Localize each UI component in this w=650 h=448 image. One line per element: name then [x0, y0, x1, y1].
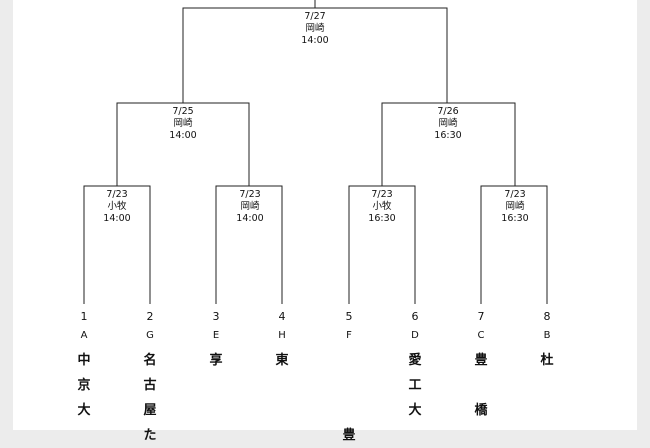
seed-number: 5: [345, 310, 353, 323]
team-char: 愛: [408, 353, 422, 368]
team-name: 豊 橋: [466, 348, 496, 423]
match-date: 7/23: [371, 189, 393, 200]
match-date: 7/25: [172, 106, 194, 117]
seed-number: 8: [543, 310, 551, 323]
match-date: 7/23: [504, 189, 526, 200]
match-venue: 岡崎: [173, 118, 193, 129]
match-venue: 岡崎: [505, 201, 525, 212]
match-date: 7/27: [304, 11, 326, 22]
seed-number: 7: [477, 310, 485, 323]
team-char: [334, 348, 364, 373]
team-name: 名 古 屋 た: [135, 348, 165, 448]
final-bracket: [182, 7, 448, 103]
team-char: [334, 373, 364, 398]
match-label-quarterfinal-1: 7/23 小牧 14:00: [77, 189, 157, 225]
seed-number: 6: [411, 310, 419, 323]
match-venue: 小牧: [372, 201, 392, 212]
group-letter: C: [477, 330, 485, 341]
entry-8: 8 B 杜: [532, 310, 562, 373]
match-venue: 岡崎: [240, 201, 260, 212]
match-venue: 岡崎: [438, 118, 458, 129]
team-char: 京: [77, 378, 91, 393]
match-time: 14:00: [236, 213, 264, 224]
group-letter: E: [212, 330, 220, 341]
semifinal-1-bracket: [116, 102, 250, 186]
entry-4: 4 H 東: [267, 310, 297, 373]
team-char: [334, 398, 364, 423]
seed-number: 2: [146, 310, 154, 323]
match-label-quarterfinal-4: 7/23 岡崎 16:30: [475, 189, 555, 225]
entry-1: 1 A 中 京 大: [69, 310, 99, 423]
group-letter: A: [80, 330, 88, 341]
bracket-sheet: 7/27 岡崎 14:00 7/25 岡崎 14:00 7/26 岡崎 16:3…: [13, 0, 637, 443]
match-venue: 小牧: [107, 201, 127, 212]
seed-number: 1: [80, 310, 88, 323]
group-letter: H: [278, 330, 286, 341]
match-label-semifinal-2: 7/26 岡崎 16:30: [408, 106, 488, 142]
team-char: 屋: [143, 403, 157, 418]
match-time: 14:00: [169, 130, 197, 141]
match-label-quarterfinal-2: 7/23 岡崎 14:00: [210, 189, 290, 225]
team-char: 豊: [342, 428, 356, 443]
match-time: 16:30: [434, 130, 462, 141]
team-char: 享: [209, 353, 223, 368]
quarterfinal-3-bracket: [348, 185, 416, 304]
match-label-quarterfinal-3: 7/23 小牧 16:30: [342, 189, 422, 225]
team-char: 工: [408, 378, 422, 393]
match-label-final: 7/27 岡崎 14:00: [275, 11, 355, 47]
team-char: 豊: [474, 353, 488, 368]
match-venue: 岡崎: [305, 23, 325, 34]
team-char: 大: [408, 403, 422, 418]
match-time: 14:00: [103, 213, 131, 224]
match-label-semifinal-1: 7/25 岡崎 14:00: [143, 106, 223, 142]
team-char: 大: [77, 403, 91, 418]
team-char: 中: [77, 353, 91, 368]
quarterfinal-1-bracket: [83, 185, 151, 304]
bracket-lines: [83, 0, 548, 304]
team-name: 愛 工 大: [400, 348, 430, 423]
match-time: 16:30: [501, 213, 529, 224]
semifinal-2-bracket: [381, 102, 516, 186]
match-date: 7/26: [437, 106, 459, 117]
team-char: 杜: [540, 353, 554, 368]
entry-3: 3 E 享: [201, 310, 231, 373]
entry-6: 6 D 愛 工 大: [400, 310, 430, 423]
team-name: 享: [201, 348, 231, 373]
entry-2: 2 G 名 古 屋 た: [135, 310, 165, 448]
group-letter: B: [543, 330, 551, 341]
team-name: 豊: [334, 348, 364, 448]
seed-number: 4: [278, 310, 286, 323]
group-letter: F: [346, 330, 352, 341]
team-char: [466, 373, 496, 398]
match-time: 16:30: [368, 213, 396, 224]
team-name: 杜: [532, 348, 562, 373]
team-char: 橋: [474, 403, 488, 418]
match-time: 14:00: [301, 35, 329, 46]
team-name: 東: [267, 348, 297, 373]
group-letter: D: [411, 330, 419, 341]
match-date: 7/23: [239, 189, 261, 200]
seed-number: 3: [212, 310, 220, 323]
team-name: 中 京 大: [69, 348, 99, 423]
group-letter: G: [146, 330, 154, 341]
quarterfinal-2-bracket: [215, 185, 283, 304]
match-date: 7/23: [106, 189, 128, 200]
team-char: 東: [275, 353, 289, 368]
quarterfinal-4-bracket: [480, 185, 548, 304]
entry-7: 7 C 豊 橋: [466, 310, 496, 423]
entry-5: 5 F 豊: [334, 310, 364, 448]
team-char: た: [143, 428, 157, 443]
team-char: 古: [143, 378, 157, 393]
team-char: 名: [143, 353, 157, 368]
